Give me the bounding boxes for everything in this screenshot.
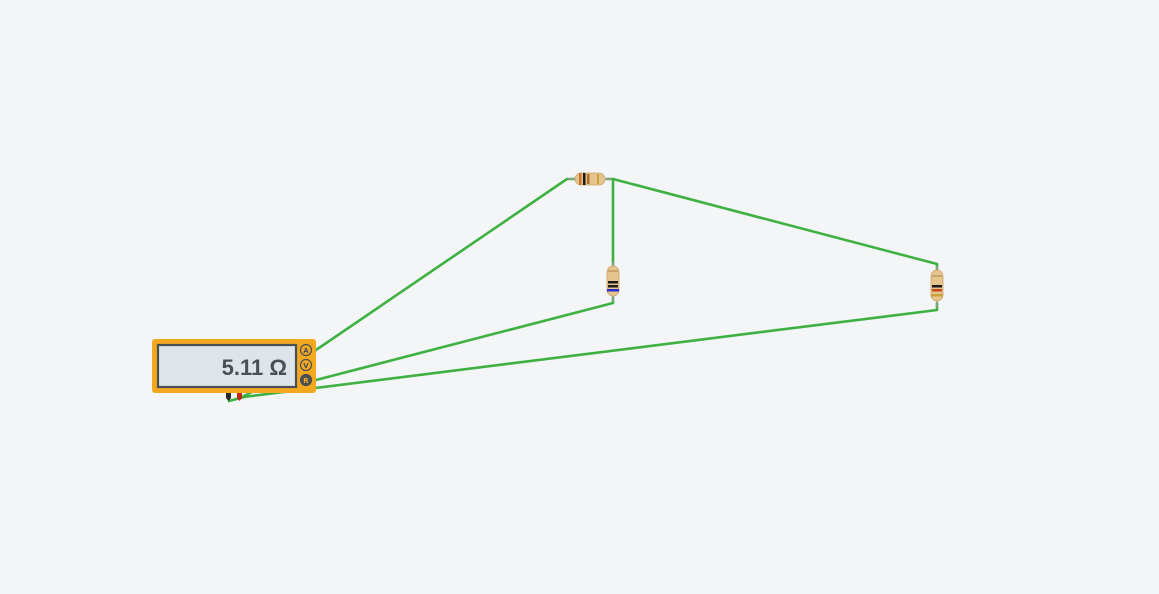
wire-top-resistor-to-right-resistor[interactable] [611,177,939,272]
mode-ammeter-button[interactable]: A [299,343,313,357]
multimeter-reading: 5.11 Ω [222,355,287,380]
mode-ohmmeter-button[interactable]: R [299,373,313,387]
mode-ohmmeter-label: R [303,377,309,385]
wire-middle-resistor-to-meter[interactable] [314,295,615,382]
com-terminal-icon[interactable] [226,393,231,398]
mode-selector[interactable]: A V R [299,343,313,387]
resistor-right[interactable] [930,266,944,308]
mode-voltmeter-button[interactable]: V [299,358,313,372]
wire-right-resistor-to-meter[interactable] [242,301,939,399]
multimeter[interactable]: 5.11 Ω A V R [152,339,316,401]
wires [227,177,939,403]
positive-terminal-icon[interactable] [237,393,242,398]
mode-voltmeter-label: V [303,362,309,370]
multimeter-display [156,343,298,389]
wire-top-resistor-to-middle-resistor[interactable] [605,177,615,267]
resistor-top[interactable] [568,172,612,186]
mode-ammeter-label: A [303,347,309,355]
resistor-middle[interactable] [606,262,620,302]
probe-terminals[interactable] [226,393,242,401]
